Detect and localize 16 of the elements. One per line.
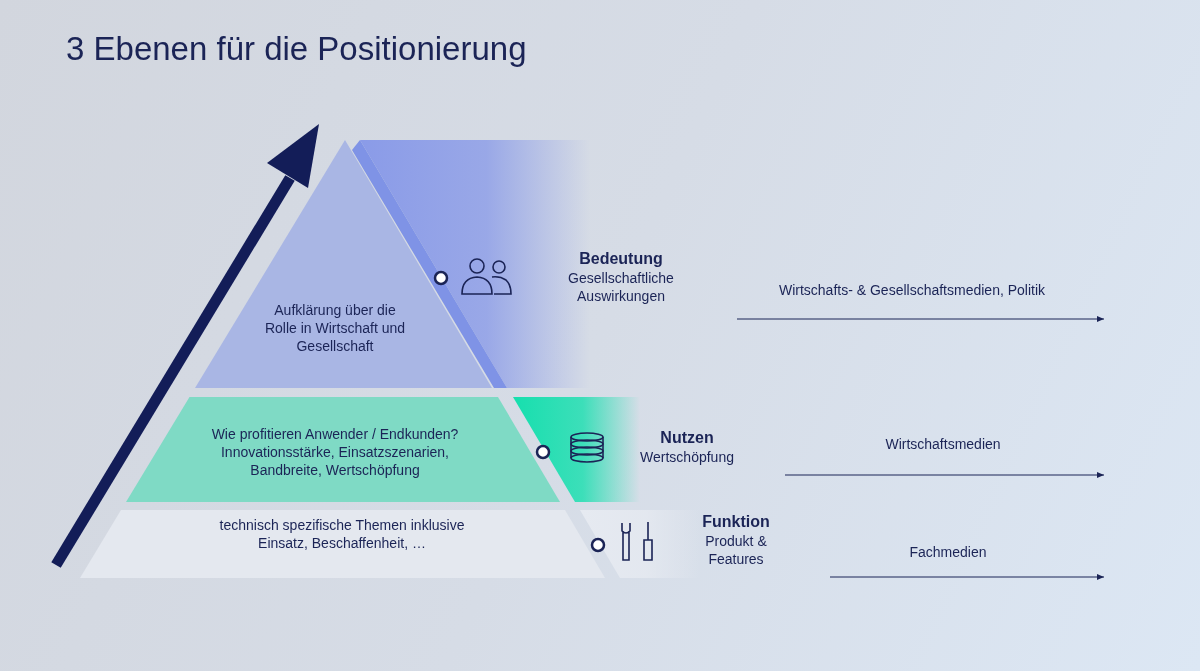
media-label: Wirtschafts- & Gesellschaftsmedien, Politik [777,281,1047,299]
tier-text: Wie profitieren Anwender / Endkunden? Innovationsstärke, Einsatzszenarien, Bandbreite, Wertschöpfung [210,425,460,479]
level-heading: Funktion [701,512,771,532]
pyramid-tier [80,510,605,578]
level-description: Gesellschaftliche Auswirkungen [567,269,675,305]
pyramid-tier [126,397,560,502]
level-description: Produkt & Features [704,532,768,568]
media-label: Fachmedien [908,543,988,561]
level-description: Wertschöpfung [639,448,735,466]
tier-text: Aufklärung über die Rolle in Wirtschaft und Gesellschaft [263,301,407,355]
pyramid-tier [195,140,492,388]
level-heading: Bedeutung [578,249,664,269]
level-heading: Nutzen [659,428,715,448]
media-label: Wirtschaftsmedien [884,435,1002,453]
slide-title: 3 Ebenen für die Positionierung [66,30,527,68]
tier-text: technisch spezifische Themen inklusive Einsatz, Beschaffenheit, … [218,516,466,552]
